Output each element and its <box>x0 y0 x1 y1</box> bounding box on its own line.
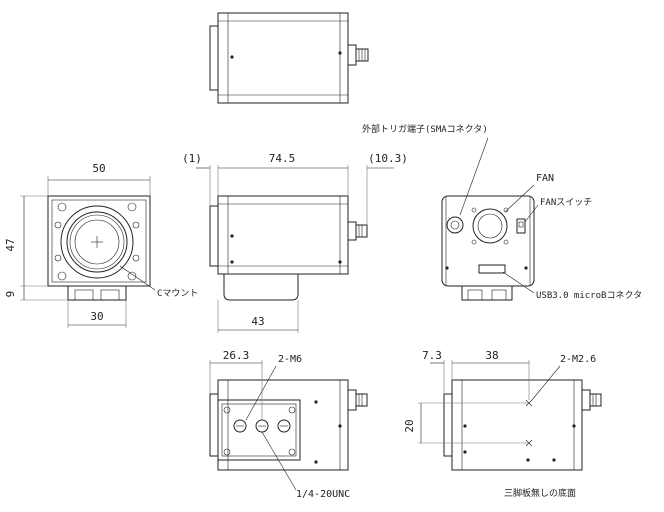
label-trigger: 外部トリガ端子(SMAコネクタ) <box>362 123 488 135</box>
dim-bottom2-offset: 7.3 <box>422 349 442 362</box>
label-tripod: 1/4-20UNC <box>296 489 350 500</box>
callout-texts: 外部トリガ端子(SMAコネクタ) FAN FANスイッチ USB3.0 micr… <box>157 123 642 500</box>
dim-side-right: (10.3) <box>368 152 408 165</box>
dim-bottom-offset: 26.3 <box>223 349 250 362</box>
bottom-view <box>209 360 368 491</box>
bottom-view-no-plate <box>418 360 602 471</box>
dim-front-foot: 30 <box>90 310 103 323</box>
dim-bottom2-height: 20 <box>403 419 416 432</box>
label-fan: FAN <box>536 173 554 184</box>
label-no-mount-view: 三脚板無しの底面 <box>504 487 576 499</box>
dimension-texts: 50 47 9 30 (1) 74.5 (10.3) 43 26.3 7.3 3… <box>4 152 499 433</box>
side-view <box>196 165 394 333</box>
rear-view <box>441 137 539 301</box>
dim-front-height: 47 <box>4 238 17 251</box>
dim-side-base: 43 <box>251 315 264 328</box>
top-view <box>209 12 369 104</box>
label-c-mount: Cマウント <box>157 288 198 299</box>
label-m6: 2-M6 <box>278 354 302 365</box>
dim-side-left: (1) <box>182 152 202 165</box>
dim-front-bottom: 9 <box>4 291 17 298</box>
dim-side-length: 74.5 <box>269 152 296 165</box>
dim-front-width: 50 <box>92 162 105 175</box>
label-m26: 2-M2.6 <box>560 354 596 365</box>
label-fan-switch: FANスイッチ <box>540 197 592 208</box>
dim-bottom2-length: 38 <box>485 349 498 362</box>
front-view <box>20 176 156 328</box>
label-usb: USB3.0 microBコネクタ <box>536 290 642 301</box>
